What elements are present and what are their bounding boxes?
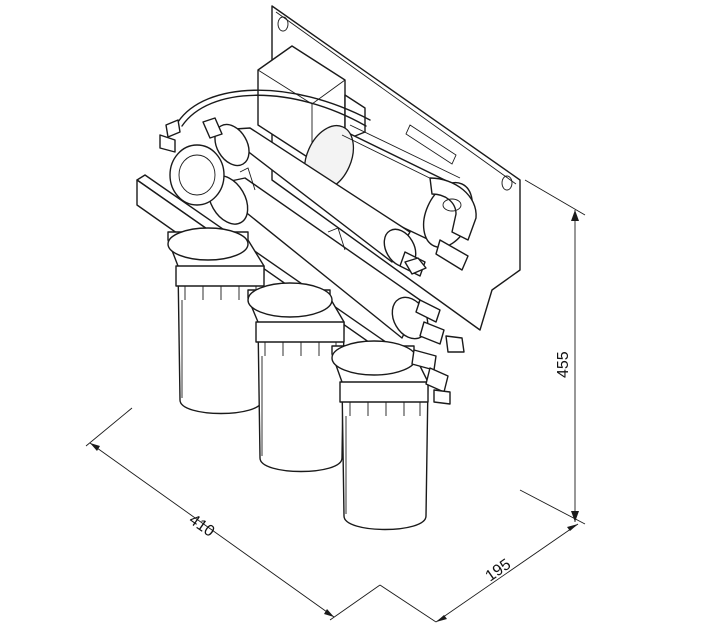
cartridge-clip-1 [239,167,256,191]
cartridge-clip-2 [327,227,346,251]
inline-postfilter-upper [202,117,426,277]
feed-tube [177,89,371,123]
dimension-height-label: 455 [555,351,572,378]
mounting-hole-top [277,16,289,32]
dimension-height: 455 [519,179,586,525]
elbow-fitting [429,177,477,241]
mounting-hole-right [501,175,513,191]
filter-sump-2 [247,282,345,473]
filter-sump-3 [331,340,429,531]
push-fit-fittings [404,257,465,405]
plate-slot [405,124,457,165]
dimension-width-label: 410 [186,511,218,540]
dimension-depth-label: 195 [483,556,515,585]
filter-head-left [159,119,225,206]
filter-sump-1 [167,227,265,415]
dimension-depth: 195 [379,523,579,623]
